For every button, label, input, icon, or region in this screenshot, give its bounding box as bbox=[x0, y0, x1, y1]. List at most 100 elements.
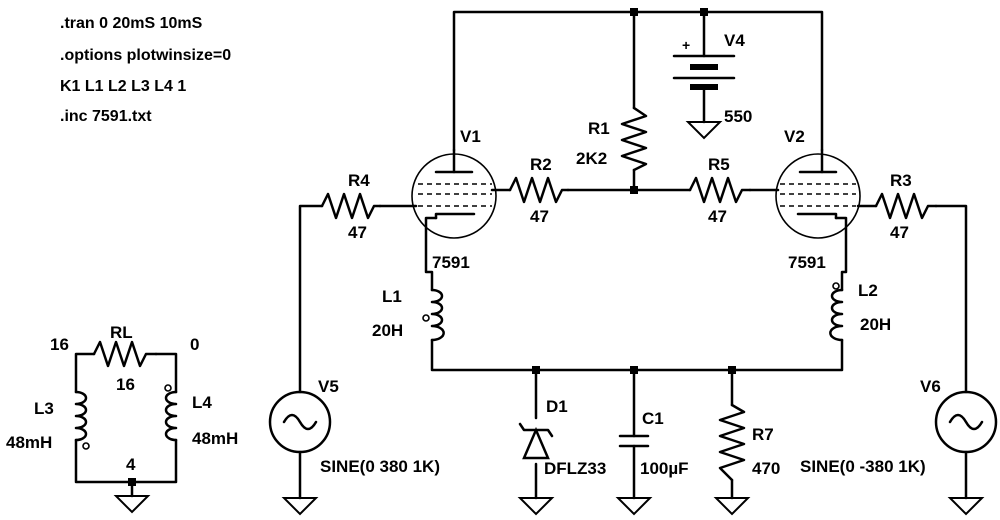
r7-label: R7 bbox=[752, 425, 774, 444]
resistor-rl[interactable]: RL 16 bbox=[92, 323, 158, 394]
inductor-l1[interactable]: L1 20H bbox=[372, 287, 445, 342]
directive-tran[interactable]: .tran 0 20mS 10mS bbox=[60, 15, 203, 32]
c1-label: C1 bbox=[642, 409, 664, 428]
r4-value: 47 bbox=[348, 223, 367, 242]
sine-icon bbox=[282, 413, 318, 431]
r2-value: 47 bbox=[530, 207, 549, 226]
inductor-l2[interactable]: L2 20H bbox=[829, 281, 891, 342]
l2-label: L2 bbox=[858, 281, 878, 300]
r7-value: 470 bbox=[752, 459, 780, 478]
directive-options[interactable]: .options plotwinsize=0 bbox=[60, 47, 231, 64]
r2-label: R2 bbox=[530, 155, 552, 174]
battery-v4[interactable]: + V4 550 bbox=[672, 31, 752, 126]
l1-label: L1 bbox=[382, 287, 402, 306]
diode-d1[interactable]: D1 DFLZ33 bbox=[518, 397, 606, 478]
inductor-l4[interactable]: L4 48mH bbox=[164, 384, 238, 448]
ground-icon bbox=[281, 497, 319, 516]
ground-icon bbox=[113, 495, 151, 514]
junction-dot bbox=[630, 186, 638, 194]
r1-label: R1 bbox=[588, 119, 610, 138]
rl-label: RL bbox=[110, 323, 133, 342]
source-v6[interactable]: V6 SINE(0 -380 1K) bbox=[800, 377, 998, 476]
output-node-labels: 16 0 4 bbox=[50, 335, 199, 474]
rl-value: 16 bbox=[116, 375, 135, 394]
junction-dot bbox=[728, 366, 736, 374]
wire-v5-r4[interactable] bbox=[298, 204, 324, 394]
zener-bar bbox=[518, 422, 554, 438]
r5-value: 47 bbox=[708, 207, 727, 226]
capacitor-c1[interactable]: C1 100µF bbox=[618, 409, 689, 478]
l1-value: 20H bbox=[372, 321, 403, 340]
spice-directives: .tran 0 20mS 10mS .options plotwinsize=0… bbox=[60, 15, 231, 125]
node-label-4: 4 bbox=[126, 455, 136, 474]
v4-label: V4 bbox=[724, 31, 745, 50]
resistor-zigzag bbox=[688, 176, 752, 204]
tube-envelope bbox=[775, 153, 861, 239]
resistor-zigzag bbox=[718, 403, 746, 482]
resistor-r7[interactable]: R7 470 bbox=[718, 403, 780, 482]
l3-value: 48mH bbox=[6, 433, 52, 452]
inductor-coil bbox=[829, 288, 844, 342]
junction-dot bbox=[630, 366, 638, 374]
junction-dot bbox=[630, 8, 638, 16]
node-label-0: 0 bbox=[190, 335, 199, 354]
resistor-r3[interactable]: R3 47 bbox=[874, 171, 938, 242]
tube-cathode bbox=[796, 212, 838, 220]
resistor-zigzag bbox=[508, 176, 570, 204]
zener-triangle bbox=[522, 426, 550, 460]
resistor-zigzag bbox=[92, 340, 158, 368]
wire-output-loop-right[interactable] bbox=[154, 352, 178, 394]
polarity-dot bbox=[164, 384, 172, 392]
inductor-l3[interactable]: L3 48mH bbox=[6, 390, 90, 452]
inductor-coil bbox=[164, 390, 178, 442]
resistor-r2[interactable]: R2 47 bbox=[508, 155, 570, 226]
l4-label: L4 bbox=[192, 393, 212, 412]
r4-label: R4 bbox=[348, 171, 370, 190]
grounds bbox=[113, 121, 985, 516]
directive-include[interactable]: .inc 7591.txt bbox=[60, 108, 152, 125]
node-label-16: 16 bbox=[50, 335, 69, 354]
source-circle bbox=[934, 390, 998, 454]
wire-output-loop[interactable] bbox=[74, 352, 96, 394]
v5-label: V5 bbox=[318, 377, 339, 396]
sine-icon bbox=[948, 413, 984, 431]
l2-value: 20H bbox=[860, 315, 891, 334]
wire-bottom-bus[interactable] bbox=[430, 338, 844, 372]
ground-icon bbox=[517, 497, 555, 516]
directive-coupling[interactable]: K1 L1 L2 L3 L4 1 bbox=[60, 78, 186, 95]
source-v5[interactable]: V5 SINE(0 380 1K) bbox=[268, 377, 440, 476]
r3-label: R3 bbox=[890, 171, 912, 190]
tube-v1[interactable]: V1 7591 bbox=[411, 127, 497, 272]
ground-icon bbox=[947, 497, 985, 516]
resistor-r4[interactable]: R4 47 bbox=[320, 171, 382, 242]
v2-value: 7591 bbox=[788, 253, 826, 272]
resistor-zigzag bbox=[620, 106, 648, 172]
v6-label: V6 bbox=[920, 377, 941, 396]
wire-output-loop-bottom[interactable] bbox=[74, 438, 178, 484]
polarity-dot bbox=[832, 282, 840, 290]
resistor-zigzag bbox=[874, 192, 938, 220]
r5-label: R5 bbox=[708, 155, 730, 174]
resistor-r5[interactable]: R5 47 bbox=[688, 155, 752, 226]
resistor-zigzag bbox=[320, 192, 382, 220]
tube-cathode bbox=[434, 212, 476, 220]
wire-r3-v6[interactable] bbox=[934, 204, 968, 394]
inductor-coil bbox=[74, 390, 88, 442]
v2-label: V2 bbox=[784, 127, 805, 146]
wire-v2-cathode[interactable] bbox=[834, 216, 848, 292]
battery-plate-short bbox=[690, 84, 718, 90]
l3-label: L3 bbox=[34, 399, 54, 418]
junctions bbox=[128, 8, 736, 486]
tube-v2[interactable]: V2 7591 bbox=[775, 127, 861, 272]
v1-label: V1 bbox=[460, 127, 481, 146]
inductor-coil bbox=[430, 288, 445, 342]
v5-value: SINE(0 380 1K) bbox=[320, 457, 440, 476]
polarity-dot bbox=[422, 314, 430, 322]
ground-icon bbox=[713, 497, 751, 516]
d1-value: DFLZ33 bbox=[544, 459, 606, 478]
junction-dot bbox=[700, 8, 708, 16]
d1-label: D1 bbox=[546, 397, 568, 416]
wire-v1-cathode[interactable] bbox=[424, 216, 438, 292]
resistor-r1[interactable]: R1 2K2 bbox=[576, 106, 648, 172]
